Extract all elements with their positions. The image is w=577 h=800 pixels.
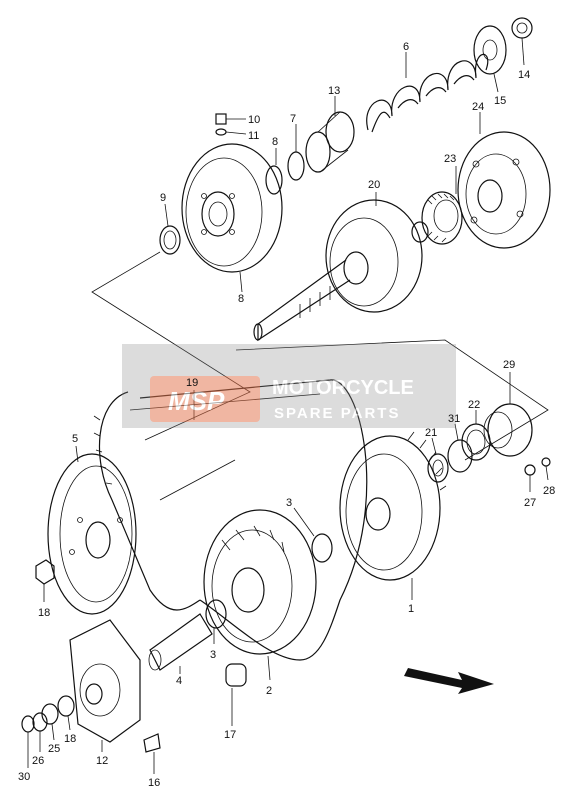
callout-21: 21 — [425, 427, 437, 439]
callout-11: 11 — [248, 130, 259, 142]
part-20-clutch-shaft — [253, 192, 423, 342]
callout-7: 6 — [403, 41, 409, 53]
part-2-movable-face — [203, 509, 317, 681]
part-19-belt — [93, 379, 368, 661]
callout-20: 20 — [368, 179, 380, 191]
watermark-band — [122, 344, 456, 428]
callout-1: 1 — [408, 603, 414, 615]
callout-18a: 18 — [38, 607, 50, 619]
part-7-spring — [366, 52, 489, 133]
callout-31: 31 — [448, 413, 460, 425]
callout-3b: 3 — [210, 649, 216, 661]
part-13-collar — [305, 96, 355, 173]
part-29-bearing — [483, 372, 533, 457]
part-23-24-30-washers — [21, 703, 59, 768]
callout-3a: 3 — [286, 497, 292, 509]
part-3-seals — [205, 507, 333, 644]
callout-10: 10 — [248, 114, 260, 126]
part-10-11-bolt — [215, 113, 247, 136]
callout-labels: 14 6 15 13 10 11 7 8 24 23 20 9 8 29 19 … — [18, 41, 555, 789]
watermark-line2: SPARE PARTS — [274, 405, 400, 422]
watermark-logo: MSP — [168, 386, 225, 416]
part-31-ring — [447, 423, 473, 473]
callout-18b: 18 — [64, 733, 76, 745]
callout-29: 29 — [503, 359, 515, 371]
direction-arrow — [404, 668, 494, 694]
watermark-logo-box — [150, 376, 260, 422]
callout-5: 5 — [72, 433, 78, 445]
callout-6: 8 — [238, 293, 244, 305]
part-17-collar — [225, 663, 247, 726]
part-12-fan — [69, 619, 141, 752]
callout-17: 17 — [224, 729, 236, 741]
callout-22: 22 — [468, 399, 480, 411]
part-21-ring — [427, 437, 449, 483]
callout-8a: 7 — [290, 113, 296, 125]
callout-15: 14 — [518, 69, 530, 81]
callout-8b: 8 — [272, 136, 278, 148]
part-8-orings — [265, 124, 305, 195]
callout-2: 2 — [266, 685, 272, 697]
part-1-driven-face — [339, 431, 447, 600]
callout-28: 28 — [543, 485, 555, 497]
callout-12: 12 — [96, 755, 108, 767]
callout-25: 23 — [444, 153, 456, 165]
callout-30: 30 — [18, 771, 30, 783]
callout-19: 19 — [186, 377, 198, 389]
callout-27: 27 — [524, 497, 536, 509]
callout-9: 9 — [160, 192, 166, 204]
part-26-clutch-shoe — [457, 112, 551, 249]
callout-4: 4 — [176, 675, 182, 687]
callout-13: 13 — [328, 85, 340, 97]
assembly-lines — [91, 251, 549, 501]
callout-23: 25 — [48, 743, 60, 755]
part-4-sleeve — [148, 613, 213, 674]
part-27-28-nut-bolt — [524, 457, 551, 492]
part-18-nuts — [35, 559, 75, 731]
part-15-nut — [511, 17, 533, 66]
part-14-clip — [143, 733, 161, 774]
part-9-seal — [159, 203, 181, 255]
watermark-line1: MOTORCYCLE — [272, 377, 414, 399]
callout-16: 15 — [494, 95, 506, 107]
part-25-oneway — [411, 166, 463, 245]
callout-26: 24 — [472, 101, 484, 113]
part-5-drive-face — [47, 445, 137, 615]
part-22-ring — [461, 410, 491, 461]
part-6-sheave — [181, 143, 283, 293]
part-16-plate — [473, 25, 507, 93]
callout-14: 16 — [148, 777, 160, 789]
watermark: MSP MOTORCYCLE SPARE PARTS — [122, 344, 456, 428]
callout-24: 26 — [32, 755, 44, 767]
